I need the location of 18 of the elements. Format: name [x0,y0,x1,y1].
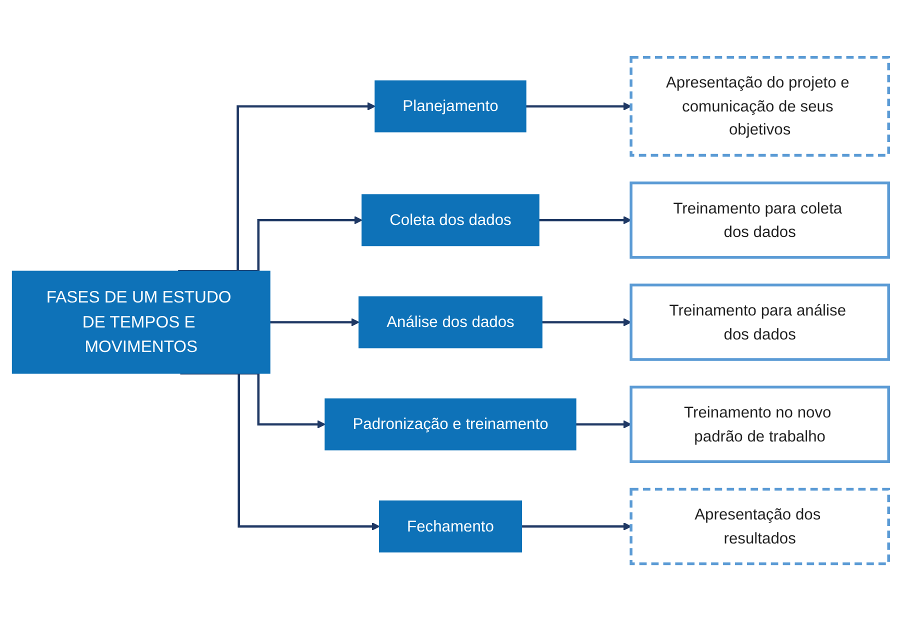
node-box: Planejamento [374,80,526,133]
arrow [178,102,376,273]
node-box: Análise dos dados [358,296,542,349]
node-box: Fechamento [378,500,522,553]
arrow [522,522,632,531]
node-box: Coleta dos dados [362,194,540,247]
node-box: Padronização e treinamento [324,398,576,451]
node-box: Treinamento no novo padrão de trabalho [630,386,890,464]
node-box: Treinamento para coleta dos dados [630,182,890,260]
arrow [538,216,632,225]
arrow [576,420,632,429]
arrow [526,102,632,111]
arrow [542,318,632,327]
node-box: Apresentação do projeto e comunicação de seus objetivos [630,56,890,158]
node-box: Apresentação dos resultados [630,488,890,566]
arrow [270,318,360,327]
node-box: Treinamento para análise dos dados [630,284,890,362]
node-box: FASES DE UM ESTUDO DE TEMPOS E MOVIMENTOS [12,271,270,374]
